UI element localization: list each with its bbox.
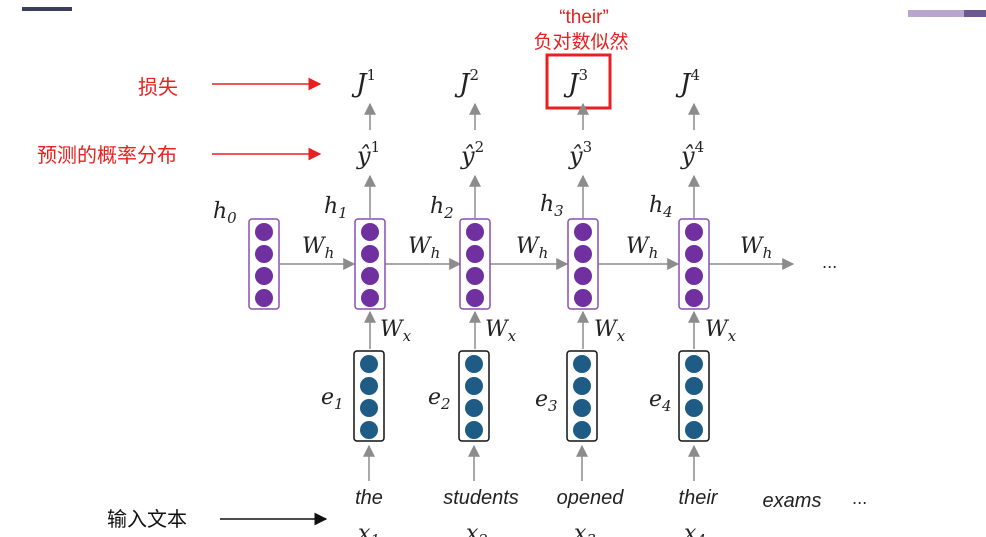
- h3-unit: [574, 289, 592, 307]
- x2-label: x2: [466, 521, 488, 537]
- h1-unit: [361, 245, 379, 263]
- h0-block: h0: [213, 199, 280, 310]
- e3-unit: [573, 421, 591, 439]
- loss-label: 损失: [138, 75, 178, 99]
- h0-unit: [255, 267, 273, 285]
- time-step-3: J3 ŷ3 h3 Wx e3 opened x3: [535, 66, 626, 537]
- h0-unit: [255, 245, 273, 263]
- h3-unit: [574, 245, 592, 263]
- wx-label-4: Wx: [705, 317, 737, 345]
- e4-label: e4: [649, 387, 672, 415]
- e1-unit: [360, 355, 378, 373]
- h0-label: h0: [213, 199, 237, 227]
- e4-unit: [685, 377, 703, 395]
- loss-j1: J1: [351, 66, 376, 99]
- input-word-3: opened: [557, 487, 625, 509]
- e2-unit: [465, 421, 483, 439]
- recurrent-arrows: Wh Wh Wh Wh Wh ...: [279, 234, 837, 272]
- h1-vector-box: [354, 218, 386, 310]
- wh-label-1: Wh: [408, 234, 440, 262]
- pred-y4: ŷ4: [680, 138, 704, 170]
- pred-y3: ŷ3: [568, 138, 592, 170]
- h2-unit: [466, 267, 484, 285]
- pred-dist-label: 预测的概率分布: [37, 143, 177, 167]
- h3-vector-box: [567, 218, 599, 310]
- h0-unit: [255, 223, 273, 241]
- e4-vector-box: [678, 350, 710, 442]
- pred-y1: ŷ1: [356, 138, 380, 170]
- h4-unit: [685, 223, 703, 241]
- pred-y2: ŷ2: [460, 138, 484, 170]
- e1-vector-box: [353, 350, 385, 442]
- top-right-bar-dark: [964, 10, 986, 17]
- e4-unit: [685, 421, 703, 439]
- x1-label: x1: [358, 521, 380, 537]
- wh-label-3: Wh: [626, 234, 658, 262]
- x3-label: x3: [574, 521, 596, 537]
- e3-label: e3: [535, 387, 558, 415]
- e3-unit: [573, 399, 591, 417]
- h2-unit: [466, 245, 484, 263]
- input-word-1: the: [355, 487, 383, 509]
- h2-unit: [466, 223, 484, 241]
- h0-unit: [255, 289, 273, 307]
- loss-j2: J2: [454, 66, 479, 99]
- top-right-bar-light: [908, 10, 964, 17]
- wh-label-4: Wh: [740, 234, 772, 262]
- e4-unit: [685, 399, 703, 417]
- e1-unit: [360, 399, 378, 417]
- wx-label-2: Wx: [485, 317, 517, 345]
- input-word-4: their: [679, 487, 719, 509]
- x4-label: x4: [684, 521, 706, 537]
- h1-label: h1: [324, 194, 348, 222]
- input-ellipsis: ...: [852, 489, 867, 508]
- h4-unit: [685, 289, 703, 307]
- loss-j4: J4: [675, 66, 700, 99]
- e3-unit: [573, 377, 591, 395]
- wx-label-3: Wx: [594, 317, 626, 345]
- h4-label: h4: [649, 193, 673, 221]
- time-step-2: J2 ŷ2 h2 Wx e2 students x2: [428, 66, 519, 537]
- wh-label-2: Wh: [516, 234, 548, 262]
- highlight-desc: 负对数似然: [533, 31, 628, 53]
- e2-unit: [465, 355, 483, 373]
- e2-vector-box: [458, 350, 490, 442]
- e1-unit: [360, 421, 378, 439]
- h2-unit: [466, 289, 484, 307]
- h2-vector-box: [459, 218, 491, 310]
- h1-unit: [361, 223, 379, 241]
- input-text-label: 输入文本: [107, 507, 187, 531]
- e3-vector-box: [566, 350, 598, 442]
- wx-label-1: Wx: [380, 317, 412, 345]
- wh-label-0: Wh: [302, 234, 334, 262]
- input-word-5: exams: [763, 490, 822, 512]
- time-step-4: J4 ŷ4 h4 Wx e4 their x4: [649, 66, 737, 537]
- h2-label: h2: [430, 194, 454, 222]
- h1-unit: [361, 289, 379, 307]
- e3-unit: [573, 355, 591, 373]
- h3-unit: [574, 267, 592, 285]
- e2-unit: [465, 377, 483, 395]
- h3-unit: [574, 223, 592, 241]
- h4-vector-box: [678, 218, 710, 310]
- e2-unit: [465, 399, 483, 417]
- input-word-2: students: [443, 487, 519, 509]
- hidden-ellipsis: ...: [822, 253, 837, 272]
- highlight-word: “their”: [559, 7, 609, 28]
- h4-unit: [685, 245, 703, 263]
- h4-unit: [685, 267, 703, 285]
- e1-label: e1: [321, 385, 344, 413]
- e2-label: e2: [428, 385, 451, 413]
- e4-unit: [685, 355, 703, 373]
- h3-label: h3: [540, 192, 564, 220]
- loss-j3: J3: [563, 66, 588, 99]
- time-step-1: J1 ŷ1 h1 Wx e1 the x1: [321, 66, 412, 537]
- e1-unit: [360, 377, 378, 395]
- h1-unit: [361, 267, 379, 285]
- top-left-bar: [22, 7, 72, 11]
